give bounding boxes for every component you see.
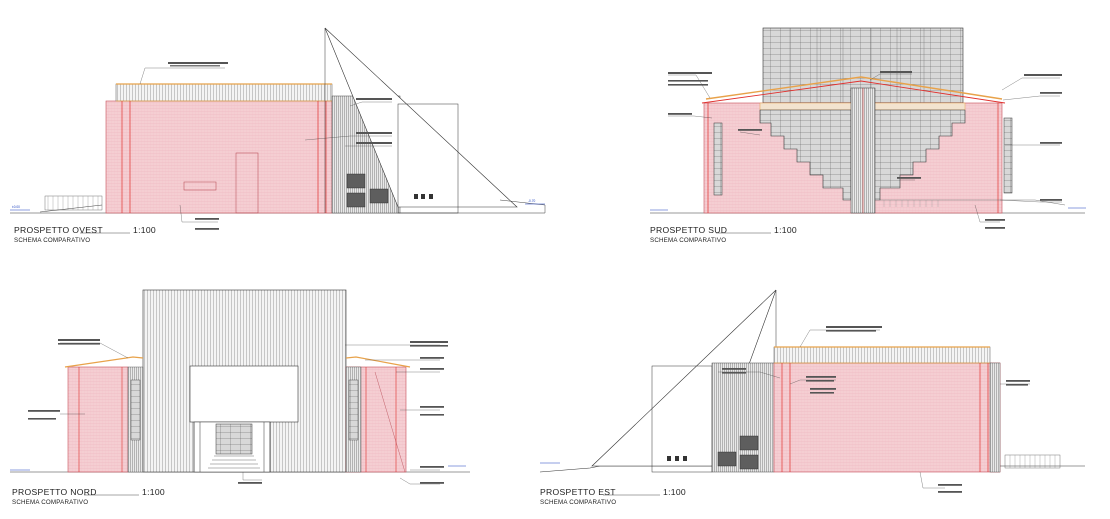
drawing-subtitle: SCHEMA COMPARATIVO xyxy=(12,499,88,506)
cladding-panel xyxy=(105,100,333,214)
elevation-nord: PROSPETTO NORD 1:100 SCHEMA COMPARATIVO xyxy=(10,289,470,506)
drawing-scale: 1:100 xyxy=(142,487,165,497)
cladding-left xyxy=(67,366,129,473)
roof-gable xyxy=(701,80,1006,104)
drawing-title: PROSPETTO NORD xyxy=(12,487,97,497)
annotation-notes xyxy=(168,62,392,230)
drawing-subtitle: SCHEMA COMPARATIVO xyxy=(14,237,90,244)
slot-window-left xyxy=(130,379,141,441)
annotation-notes xyxy=(722,326,1030,493)
drawing-title: PROSPETTO OVEST xyxy=(14,225,103,235)
door xyxy=(235,152,259,214)
svg-text:-0.70: -0.70 xyxy=(528,199,535,203)
small-openings xyxy=(667,456,687,461)
annotation-leaders xyxy=(139,67,392,223)
stair-blocks xyxy=(717,435,759,470)
drawing-title: PROSPETTO EST xyxy=(540,487,616,497)
roof-parapet xyxy=(773,346,991,364)
level-marker-right: -0.70 xyxy=(525,199,545,205)
drawing-scale: 1:100 xyxy=(663,487,686,497)
elevation-ovest: ±0.00 -0.70 PROSPETTO OVEST 1:100 SCHEMA… xyxy=(10,27,546,244)
stair-blocks xyxy=(346,173,389,208)
roof-parapet xyxy=(115,83,333,102)
slot-window-right xyxy=(348,379,359,441)
entrance-canopy xyxy=(189,365,299,423)
elevation-est: PROSPETTO EST 1:100 SCHEMA COMPARATIVO xyxy=(539,289,1085,506)
triangular-spire xyxy=(324,27,518,208)
drawing-scale: 1:100 xyxy=(774,225,797,235)
slot-window-right xyxy=(1003,117,1013,194)
annotation-notes xyxy=(668,71,1062,229)
svg-text:±0.00: ±0.00 xyxy=(12,205,20,209)
cladding-panel xyxy=(773,362,1001,473)
annotation-leaders xyxy=(668,73,1062,223)
small-openings xyxy=(414,194,433,199)
drawing-scale: 1:100 xyxy=(133,225,156,235)
drawing-title: PROSPETTO SUD xyxy=(650,225,727,235)
slot-window-left xyxy=(713,122,723,196)
elevation-sud: PROSPETTO SUD 1:100 SCHEMA COMPARATIVO xyxy=(650,27,1086,244)
entrance-steps xyxy=(208,455,260,469)
level-marker-left: ±0.00 xyxy=(10,205,30,211)
drawing-subtitle: SCHEMA COMPARATIVO xyxy=(540,499,616,506)
fence xyxy=(1004,454,1061,469)
window xyxy=(183,181,217,191)
annotation-notes xyxy=(28,339,448,484)
ramp xyxy=(880,199,1066,206)
entrance-steps xyxy=(39,195,103,213)
drawing-subtitle: SCHEMA COMPARATIVO xyxy=(650,237,726,244)
